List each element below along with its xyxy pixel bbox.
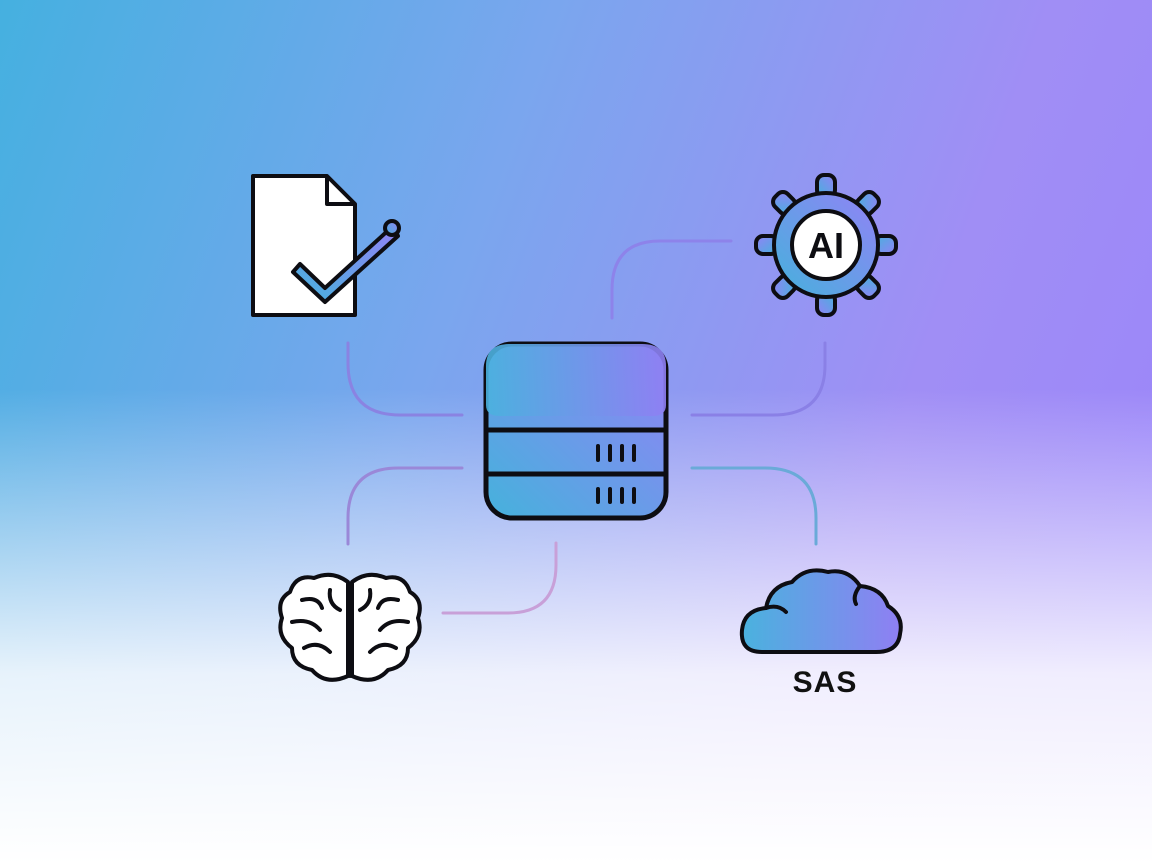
connector-server-brain-lower [441, 541, 558, 615]
ai-badge [790, 209, 862, 281]
ai-gear-icon: AI [754, 173, 898, 317]
connector-server-cloud [690, 466, 818, 546]
connector-server-brain [346, 466, 464, 546]
ai-label: AI [808, 225, 844, 266]
connector-server-document [346, 341, 464, 417]
database-server-icon [483, 341, 669, 521]
cloud-label: SAS [792, 666, 858, 699]
server-vents [596, 444, 636, 504]
connectors [346, 239, 827, 615]
cloud-icon [739, 568, 903, 654]
connector-server-ai [610, 239, 733, 320]
connector-server-ai-lower [690, 341, 827, 417]
brain-icon [278, 572, 422, 682]
document-check-icon [251, 174, 401, 317]
